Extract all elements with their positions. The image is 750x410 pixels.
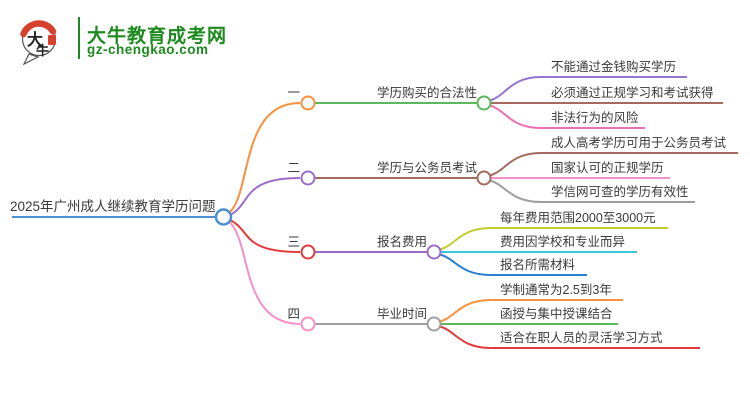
branch-2-topic[interactable]: 学历与公务员考试 — [376, 161, 477, 175]
logo-char-da: 大 — [27, 30, 43, 49]
leaf-topic[interactable]: 必须通过正规学习和考试获得 — [551, 86, 714, 100]
branch-2-index-label[interactable]: 二 — [287, 161, 300, 175]
leaf-topic[interactable]: 函授与集中授课结合 — [500, 307, 613, 321]
branch-3-leaf-1-line — [439, 227, 668, 251]
red-seal-stamp — [48, 35, 56, 45]
leaf-topic[interactable]: 国家认可的正规学历 — [551, 161, 664, 175]
branch-2-curve — [228, 177, 301, 217]
branch-4-index-label[interactable]: 四 — [287, 307, 300, 321]
branch-1-index-label[interactable]: 一 — [287, 86, 300, 100]
leaf-topic[interactable]: 成人高考学历可用于公务员考试 — [551, 136, 727, 150]
branch-3-topic[interactable]: 报名费用 — [376, 235, 427, 249]
logo-divider — [78, 17, 80, 59]
branch-4-leaf-1-line — [439, 299, 623, 323]
leaf-topic[interactable]: 非法行为的风险 — [551, 111, 639, 125]
branch-3-curve — [228, 218, 301, 253]
branch-3-leaf-3-line — [439, 253, 587, 276]
leaf-topic[interactable]: 不能通过金钱购买学历 — [551, 60, 677, 74]
logo-char-niu: 牛 — [36, 43, 49, 58]
root-topic[interactable]: 2025年广州成人继续教育学历问题 — [10, 199, 216, 214]
branch-1-topic-handle[interactable] — [476, 95, 492, 111]
leaf-topic[interactable]: 费用因学校和专业而异 — [500, 235, 626, 249]
branch-3-index-label[interactable]: 三 — [287, 235, 300, 249]
branch-4-topic[interactable]: 毕业时间 — [376, 307, 427, 321]
branch-3-index-handle[interactable] — [300, 244, 316, 260]
red-cap-arc — [20, 20, 57, 38]
branch-3-topic-handle[interactable] — [426, 244, 442, 260]
branch-2-index-handle[interactable] — [300, 170, 316, 186]
daniu-logo-icon: 大 牛 — [20, 20, 57, 66]
leaf-topic[interactable]: 每年费用范围2000至3000元 — [500, 211, 656, 225]
site-name: 大牛教育成考网 — [87, 26, 228, 47]
leaf-topic[interactable]: 学制通常为2.5到3年 — [500, 283, 612, 297]
leaf-topic[interactable]: 适合在职人员的灵活学习方式 — [500, 331, 663, 345]
site-logo[interactable]: 大 牛 大牛教育成考网 gz-chengkao.com — [10, 8, 240, 66]
branch-4-topic-handle[interactable] — [426, 316, 442, 332]
branch-1-leaf-1-line — [489, 76, 687, 102]
branch-1-curve — [228, 102, 301, 214]
branch-2-topic-handle[interactable] — [476, 170, 492, 186]
branch-1-topic[interactable]: 学历购买的合法性 — [376, 86, 477, 100]
branch-4-leaf-3-line — [439, 325, 700, 349]
site-url: gz-chengkao.com — [87, 42, 209, 57]
branch-2-leaf-3-line — [489, 179, 695, 203]
branch-4-curve — [228, 220, 301, 325]
branch-2-leaf-1-line — [489, 152, 738, 177]
root-node-handle[interactable] — [214, 208, 233, 226]
speech-bubble-tail — [22, 53, 40, 66]
leaf-topic[interactable]: 报名所需材料 — [500, 258, 576, 272]
branch-4-index-handle[interactable] — [300, 316, 316, 332]
leaf-topic[interactable]: 学信网可查的学历有效性 — [551, 185, 689, 199]
branch-1-leaf-3-line — [489, 104, 645, 129]
branch-1-index-handle[interactable] — [300, 95, 316, 111]
